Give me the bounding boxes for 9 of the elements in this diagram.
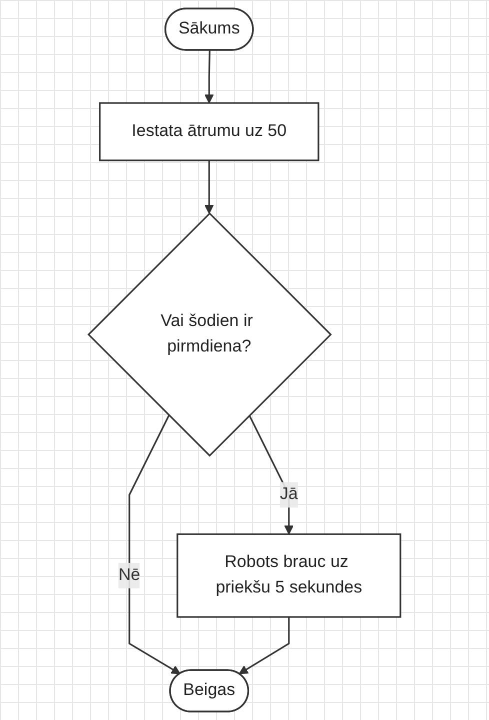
arrow — [128, 415, 181, 674]
arrow — [204, 50, 214, 104]
edge-label: Jā — [280, 485, 298, 504]
edge-label: Nē — [118, 566, 140, 584]
node-box: Iestata ātrumu uz 50 — [99, 102, 320, 162]
node-diamond: Vai šodien ir pirmdiena? — [87, 212, 332, 457]
arrow — [204, 160, 214, 214]
arrow — [238, 617, 290, 674]
node-box: Robots brauc uz priekšu 5 sekundes — [176, 533, 402, 618]
